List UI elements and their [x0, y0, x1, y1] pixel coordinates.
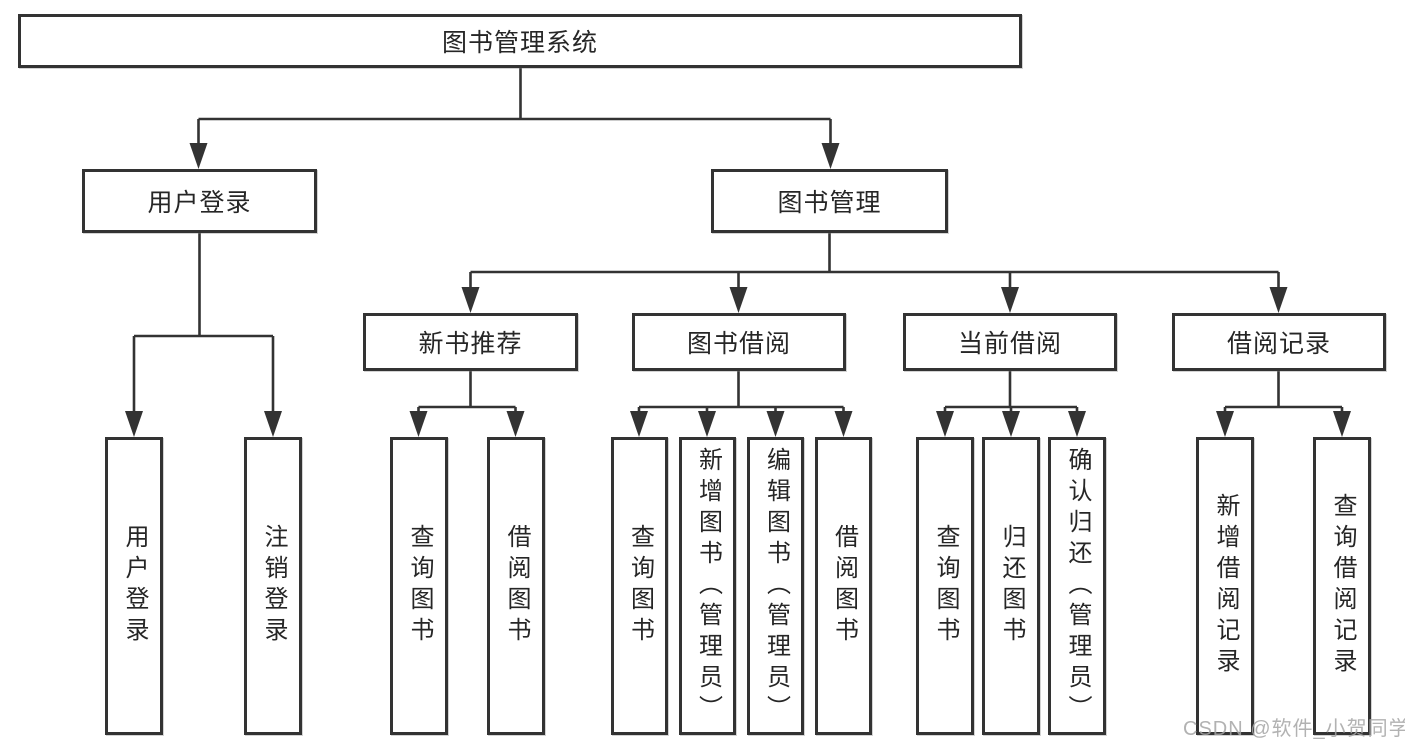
node-book-borrowing-label: 图书借阅: [686, 330, 791, 358]
node-root-system-label: 图书管理系统: [441, 29, 598, 57]
node-leaf-logout: 注销登录: [244, 437, 302, 735]
node-leaf-edit-books-admin-label: 编辑图书（管理员）: [762, 446, 790, 726]
node-leaf-edit-books-admin: 编辑图书（管理员）: [747, 437, 804, 735]
node-leaf-confirm-return-admin: 确认归还（管理员）: [1048, 437, 1106, 735]
node-leaf-add-books-admin: 新增图书（管理员）: [679, 437, 736, 735]
node-leaf-add-borrow-record: 新增借阅记录: [1196, 437, 1254, 735]
node-leaf-query-books-recommend-label: 查询图书: [406, 524, 433, 648]
node-leaf-query-borrow-record-label: 查询借阅记录: [1329, 493, 1356, 679]
node-new-book-recommend-label: 新书推荐: [418, 330, 523, 358]
node-leaf-user-login: 用户登录: [105, 437, 163, 735]
node-current-borrowing: 当前借阅: [903, 313, 1117, 371]
node-user-login-label: 用户登录: [147, 189, 252, 217]
connector-new-book-recommend: [409, 371, 525, 437]
node-root-system: 图书管理系统: [18, 14, 1022, 68]
node-leaf-add-borrow-record-label: 新增借阅记录: [1212, 493, 1239, 679]
node-leaf-logout-label: 注销登录: [260, 524, 287, 648]
node-book-management-label: 图书管理: [777, 189, 882, 217]
node-leaf-query-books-borrowing-label: 查询图书: [626, 524, 654, 648]
node-book-borrowing: 图书借阅: [632, 313, 846, 371]
connector-book-borrowing: [630, 371, 853, 437]
node-leaf-confirm-return-admin-label: 确认归还（管理员）: [1064, 446, 1091, 726]
node-leaf-return-books-label: 归还图书: [998, 524, 1025, 648]
node-new-book-recommend: 新书推荐: [363, 313, 578, 371]
node-current-borrowing-label: 当前借阅: [957, 330, 1062, 358]
node-leaf-query-books-current-label: 查询图书: [932, 524, 959, 648]
node-book-management: 图书管理: [711, 169, 948, 233]
node-leaf-add-books-admin-label: 新增图书（管理员）: [694, 446, 722, 726]
node-leaf-borrow-books-borrowing-label: 借阅图书: [830, 524, 858, 648]
connector-book-management: [461, 233, 1288, 313]
node-leaf-user-login-label: 用户登录: [121, 524, 148, 648]
node-leaf-query-books-current: 查询图书: [916, 437, 974, 735]
node-leaf-borrow-books-recommend: 借阅图书: [487, 437, 545, 735]
connector-user-login: [125, 233, 282, 437]
node-borrow-records: 借阅记录: [1172, 313, 1386, 371]
csdn-watermark: CSDN @软件_小贺同学: [1183, 718, 1405, 740]
node-leaf-query-books-borrowing: 查询图书: [611, 437, 668, 735]
connector-borrow-records: [1216, 371, 1351, 437]
node-borrow-records-label: 借阅记录: [1226, 330, 1331, 358]
node-leaf-borrow-books-borrowing: 借阅图书: [815, 437, 872, 735]
node-leaf-return-books: 归还图书: [982, 437, 1040, 735]
node-user-login: 用户登录: [82, 169, 317, 233]
connector-current-borrowing: [936, 371, 1086, 437]
node-leaf-query-borrow-record: 查询借阅记录: [1313, 437, 1371, 735]
node-leaf-borrow-books-recommend-label: 借阅图书: [503, 524, 530, 648]
node-leaf-query-books-recommend: 查询图书: [390, 437, 448, 735]
connector-root: [189, 68, 840, 169]
